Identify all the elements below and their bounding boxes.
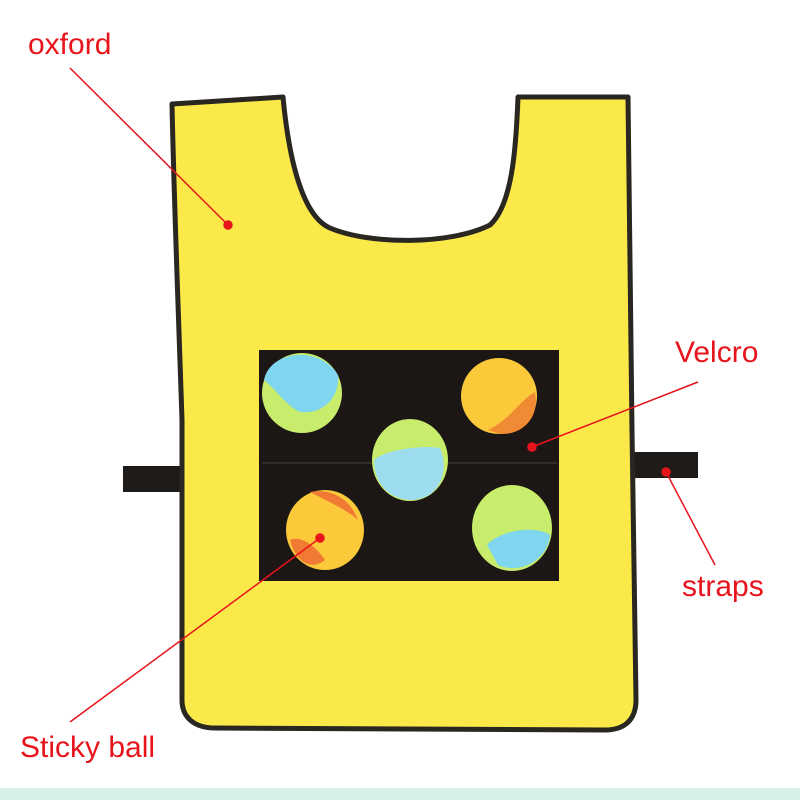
oxford-marker [223, 220, 233, 230]
label-velcro: Velcro [675, 336, 759, 369]
label-oxford: oxford [28, 28, 112, 61]
sticky-ball-top-right [461, 358, 537, 435]
sticky-ball-bottom-right [472, 485, 552, 571]
velcro-leader-line [531, 381, 699, 448]
bottom-strip [0, 788, 800, 800]
label-sticky-ball: Sticky ball [20, 731, 156, 764]
straps-leader-line [665, 471, 716, 566]
sticky-ball-center [372, 419, 448, 501]
straps-marker [661, 467, 671, 477]
left-strap [123, 466, 183, 492]
sticky-ball-leader-line [69, 537, 321, 723]
sticky-ball-bottom-left [286, 490, 364, 570]
sticky-ball-marker [315, 533, 325, 543]
velcro-marker [527, 442, 537, 452]
sticky-ball-top-left [262, 353, 342, 433]
label-straps: straps [682, 570, 764, 603]
oxford-leader-line [69, 67, 229, 226]
